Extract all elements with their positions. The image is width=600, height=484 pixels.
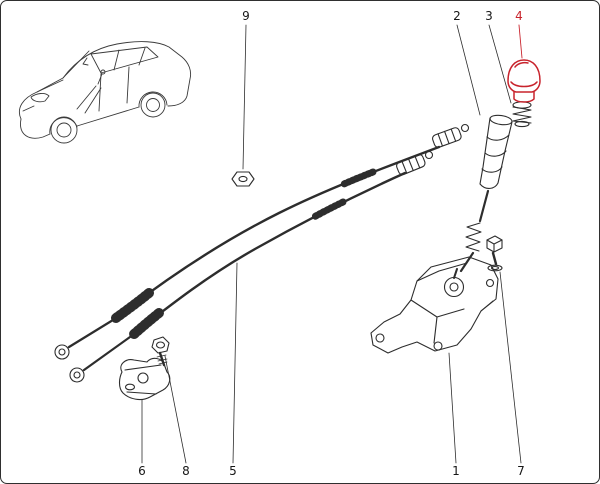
cable-rod-a	[67, 318, 115, 349]
lever-boot	[479, 117, 513, 189]
housing-outline	[370, 256, 499, 354]
callout-5[interactable]: 5	[229, 262, 238, 478]
callout-9-leader	[242, 24, 247, 170]
cable-eyelet-b	[69, 367, 85, 383]
callout-8-label[interactable]: 8	[182, 464, 190, 478]
callout-4-label[interactable]: 4	[515, 9, 523, 23]
callout-1[interactable]: 1	[448, 352, 460, 478]
housing-hole-left	[375, 333, 385, 343]
cable-end-pin-a	[460, 123, 470, 133]
callout-7[interactable]: 7	[499, 271, 525, 478]
car-rear-wheel	[140, 92, 166, 118]
bolt7-shaft	[491, 251, 498, 266]
callout-2[interactable]: 2	[453, 9, 481, 116]
housing-pivot-boss	[443, 276, 465, 298]
knob-collar	[513, 91, 535, 103]
cable-run-b	[130, 171, 407, 337]
callout-2-label[interactable]: 2	[453, 9, 461, 23]
bracket-hole	[137, 372, 149, 384]
part-9-nut[interactable]	[231, 171, 255, 187]
cable-eyelet-a	[54, 344, 70, 360]
car-windshield	[62, 50, 90, 79]
cable-upper-fitting-a	[432, 127, 462, 148]
car-shifter-marker	[97, 73, 103, 85]
part-3-spring[interactable]	[512, 101, 532, 128]
car-mirror	[82, 57, 89, 66]
callout-8-leader	[164, 355, 187, 464]
car-front-wheel	[50, 116, 78, 144]
callout-5-label[interactable]: 5	[229, 464, 237, 478]
housing-hole-right	[485, 278, 495, 288]
lever-rod-upper	[478, 189, 490, 223]
lever-top-cap	[489, 114, 513, 126]
cable-run-a	[115, 145, 441, 319]
part-7-bolt[interactable]	[486, 235, 503, 272]
part-8-bolt[interactable]	[151, 336, 170, 367]
callout-3-leader	[488, 24, 512, 104]
bolt7-washer	[487, 264, 503, 272]
knob-dome	[507, 59, 541, 93]
callout-4-leader	[518, 24, 523, 59]
cable-lower-cylinder-b	[128, 308, 164, 340]
callout-1-label[interactable]: 1	[452, 464, 460, 478]
cable-rod-b	[82, 335, 132, 372]
lever-rod-lower	[459, 251, 475, 273]
callout-8[interactable]: 8	[164, 355, 190, 478]
callout-1-leader	[448, 352, 457, 464]
callout-6-label[interactable]: 6	[138, 464, 146, 478]
callout-7-leader	[499, 271, 522, 464]
lever-spring	[465, 222, 482, 252]
part-6-bracket[interactable]	[118, 357, 171, 401]
callout-9[interactable]: 9	[242, 9, 250, 170]
callout-5-leader	[232, 262, 238, 464]
part-4-shift-knob[interactable]	[507, 59, 541, 103]
cable-lower-cylinder-a	[111, 288, 154, 323]
callout-9-label[interactable]: 9	[242, 9, 250, 23]
part-1-shifter-housing[interactable]	[370, 256, 499, 354]
callout-2-leader	[456, 24, 481, 116]
car-side-windows	[90, 46, 159, 74]
callout-3[interactable]: 3	[485, 9, 512, 104]
callout-6[interactable]: 6	[138, 399, 146, 478]
vehicle-thumbnail	[18, 41, 192, 144]
callout-4[interactable]: 4	[515, 9, 523, 59]
part-2-shift-lever[interactable]	[459, 114, 513, 273]
bracket-slot	[124, 383, 136, 391]
cable-sleeve-b	[310, 198, 347, 221]
callout-7-label[interactable]: 7	[517, 464, 525, 478]
callout-3-label[interactable]: 3	[485, 9, 493, 23]
housing-hole-bottom	[433, 341, 443, 351]
car-headlight	[30, 93, 50, 103]
bolt-head	[151, 336, 170, 354]
cable-sleeve-a	[340, 168, 377, 188]
part-5-cables[interactable]	[54, 123, 470, 383]
bolt7-head	[486, 235, 503, 253]
